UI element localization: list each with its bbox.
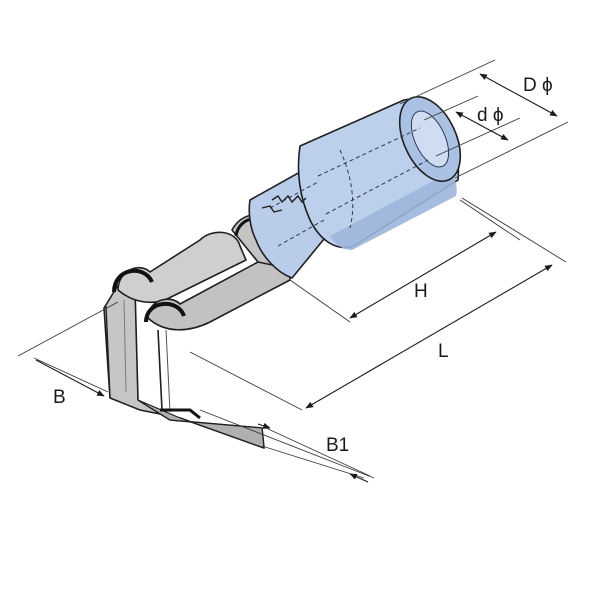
insulation-sleeve	[248, 95, 462, 279]
label-D-phi: D ϕ	[523, 75, 553, 96]
dim-B-arrow	[35, 359, 105, 397]
dim-B1-arrow-1	[257, 422, 271, 429]
dim-H-arrow	[349, 231, 497, 319]
dim-D-arrow	[479, 73, 558, 117]
extension-lines	[17, 59, 569, 479]
dimension-arrows	[35, 73, 558, 483]
dim-B1-arrow-2	[349, 473, 369, 483]
label-d-phi: d ϕ	[477, 105, 504, 126]
label-B: B	[53, 387, 66, 408]
label-B1: B1	[326, 435, 349, 456]
label-H: H	[414, 281, 428, 302]
dim-d-arrow	[455, 111, 509, 141]
label-L: L	[438, 341, 449, 362]
dimension-labels: D ϕ d ϕ H L B B1	[53, 75, 553, 456]
dim-L-arrow	[305, 264, 553, 409]
